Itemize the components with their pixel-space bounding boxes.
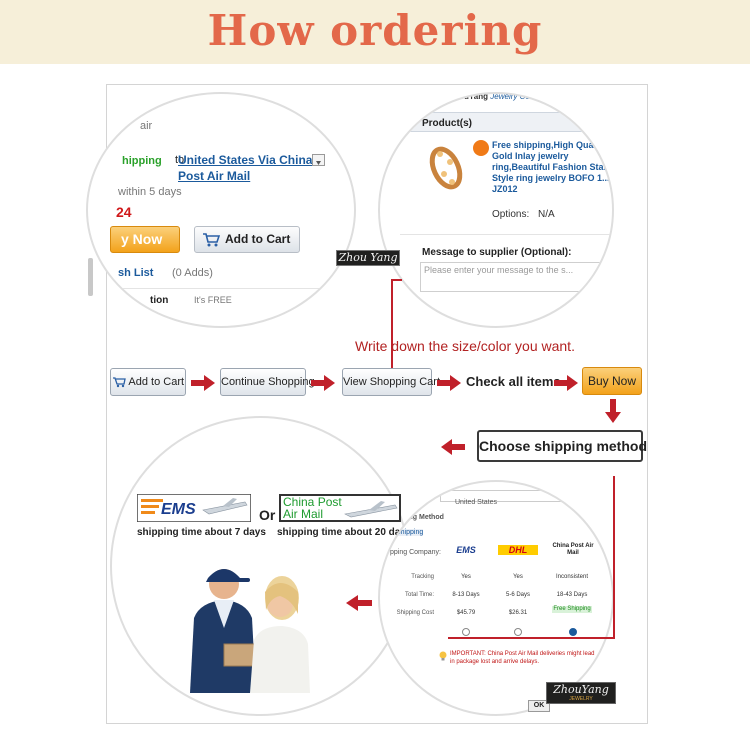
- right-arrow-icon: [191, 375, 215, 391]
- left-arrow-icon: [441, 439, 465, 455]
- svg-text:EMS: EMS: [161, 501, 196, 518]
- options-value: N/A: [538, 209, 555, 220]
- ems-logo: EMS: [137, 494, 251, 522]
- tracking-label: Tracking: [411, 574, 434, 580]
- buy-now-button[interactable]: y Now: [110, 226, 180, 253]
- zhou-yang-jewelry-logo-text: ZhouYang: [553, 683, 609, 696]
- shipping-method-link[interactable]: United States Via China: [178, 153, 312, 167]
- free-text: It's FREE: [194, 295, 232, 305]
- country-value: United States: [455, 499, 498, 506]
- shipping-method-line1[interactable]: United States Via China: [178, 153, 313, 167]
- tracking-ems: Yes: [461, 574, 471, 580]
- connector-line: [391, 279, 402, 368]
- or-text: Or: [259, 507, 276, 523]
- supplier-brand: ZhouYang: [449, 92, 489, 101]
- time-ems: 8-13 Days: [452, 592, 480, 598]
- time-dhl: 5-6 Days: [505, 592, 530, 598]
- shipping-company-label: pping Company:: [390, 549, 441, 556]
- products-header: Product(s): [422, 118, 472, 129]
- section-fragment: tion: [150, 295, 169, 306]
- flow-buy-now-button[interactable]: Buy Now: [582, 367, 642, 395]
- china-post-company-label: China Post Air Mail: [552, 543, 594, 556]
- wish-list-link[interactable]: sh List: [118, 267, 154, 279]
- china-post-text: China Post Air Mail: [283, 496, 343, 520]
- lightbulb-icon: [439, 651, 447, 661]
- country-select[interactable]: United States: [440, 490, 610, 506]
- message-textarea[interactable]: Please enter your message to the s...: [420, 262, 612, 292]
- dhl-radio[interactable]: [514, 628, 522, 636]
- zhou-yang-logo: Zhou Yang: [336, 250, 400, 266]
- total-time-label: Total Time:: [404, 592, 434, 598]
- connector-line: [448, 476, 615, 639]
- delivery-estimate: within 5 days: [118, 186, 182, 198]
- choose-shipping-method-box: Choose shipping method: [477, 430, 647, 462]
- supplier-header: wer: ZhouYang Jewelry Co...: [432, 92, 537, 101]
- tracking-post: Inconsistent: [555, 574, 589, 580]
- shipping-method-label: pping Method: [398, 514, 444, 521]
- zhou-yang-jewelry-logo-sub: JEWELRY: [569, 696, 593, 702]
- shipping-method-link-line2[interactable]: Post Air Mail: [178, 169, 251, 183]
- title-banner: How ordering: [0, 0, 750, 64]
- shipping-tab[interactable]: Shipping: [396, 529, 424, 536]
- china-post-line2: Air Mail: [283, 507, 324, 521]
- cost-post: Free Shipping: [552, 606, 592, 613]
- ring-product-image: [429, 146, 463, 190]
- important-note: IMPORTANT: China Post Air Mail deliverie…: [450, 651, 595, 665]
- price-fragment: 24: [116, 204, 132, 220]
- add-to-cart-label: Add to Cart: [225, 232, 291, 246]
- dhl-company-logo: DHL: [498, 545, 538, 555]
- airplane-icon: [344, 501, 398, 518]
- view-shopping-cart-button[interactable]: View Shopping Cart: [342, 368, 440, 396]
- continue-shopping-button[interactable]: Continue Shopping: [220, 368, 315, 396]
- supplier-prefix: wer:: [432, 92, 448, 101]
- product-page-zoom: air hipping to United States Via China P…: [86, 92, 356, 328]
- shipping-method-zoom: United States pping Method Shipping ppin…: [378, 480, 614, 716]
- options-label: Options:: [492, 209, 530, 220]
- product-description-link[interactable]: Free shipping,High Qua... 18K Gold Inlay…: [492, 140, 614, 194]
- add-to-cart-button[interactable]: Add to Cart: [194, 226, 300, 253]
- china-post-logo: China Post Air Mail: [279, 494, 401, 522]
- flow-add-to-cart-button[interactable]: Add to Cart: [110, 368, 186, 396]
- left-arrow-icon: [346, 595, 372, 611]
- post-shipping-time: shipping time about 20 days: [277, 527, 412, 538]
- divider: [108, 288, 338, 289]
- cost-ems: $45.79: [456, 610, 476, 616]
- china-post-radio[interactable]: [569, 628, 577, 636]
- supplier-brand-2: Jewelry Co...: [490, 92, 537, 101]
- scroll-tick: [88, 258, 93, 296]
- check-all-items-text: Check all items: [466, 374, 561, 389]
- time-post: 18-43 Days: [556, 592, 588, 598]
- right-arrow-icon: [554, 375, 578, 391]
- wish-list-count: (0 Adds): [172, 267, 213, 279]
- free-shipping-badge: [473, 140, 489, 156]
- order-detail-zoom: wer: ZhouYang Jewelry Co... Product(s) F…: [378, 92, 614, 328]
- shipping-dropdown-toggle[interactable]: [312, 154, 325, 166]
- chevron-down-icon: [316, 161, 321, 165]
- page-title: How ordering: [207, 6, 543, 55]
- message-placeholder: Please enter your message to the s...: [424, 265, 574, 275]
- message-label: Message to supplier (Optional):: [422, 247, 572, 258]
- store-fragment: air: [140, 120, 153, 132]
- instruction-text: Write down the size/color you want.: [355, 338, 575, 354]
- cart-icon: [112, 377, 126, 388]
- ems-company-logo: EMS: [456, 545, 476, 555]
- to-text: to: [175, 154, 185, 166]
- products-header-bar: Product(s): [380, 112, 612, 132]
- right-arrow-icon: [437, 375, 461, 391]
- ems-radio[interactable]: [462, 628, 470, 636]
- flow-add-to-cart-label: Add to Cart: [128, 376, 185, 388]
- down-arrow-icon: [605, 399, 621, 423]
- shipping-label: hipping: [122, 155, 162, 167]
- cost-dhl: $26.31: [508, 610, 528, 616]
- tracking-dhl: Yes: [513, 574, 523, 580]
- ems-shipping-time: shipping time about 7 days: [137, 527, 266, 538]
- zhou-yang-jewelry-logo: ZhouYang JEWELRY: [546, 682, 616, 704]
- china-post-line1: China Post: [283, 495, 342, 509]
- right-arrow-icon: [311, 375, 335, 391]
- cost-label: Shipping Cost: [396, 610, 434, 616]
- courier-delivery-illustration: [190, 569, 310, 693]
- ok-button[interactable]: OK: [528, 700, 550, 712]
- cart-icon: [203, 233, 220, 247]
- divider: [400, 234, 612, 235]
